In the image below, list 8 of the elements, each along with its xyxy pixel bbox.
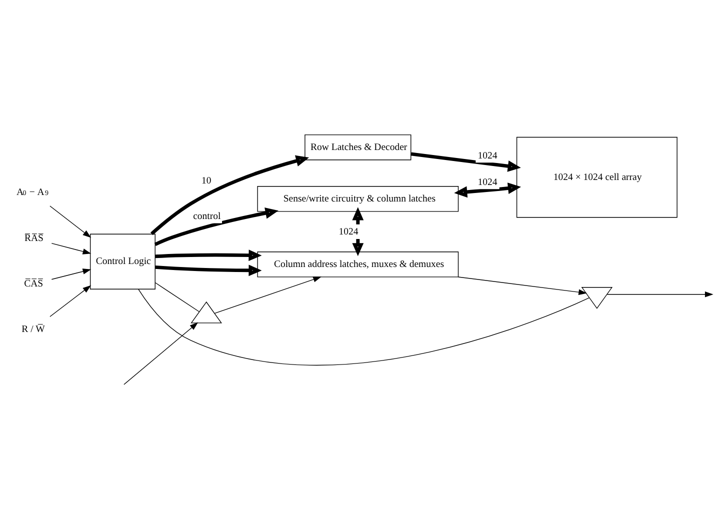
edge-label: 10 [201,175,212,186]
node-text: C̅A̅S̅ [24,278,44,290]
node-text: R / W̅ [22,324,45,335]
edge-label: control [193,210,221,222]
node-text: R̅A̅S̅ [24,233,44,244]
edge-label: 1024 [478,176,498,188]
edge-label: 1024 [338,226,358,238]
edge-label: 1024 [478,150,498,162]
